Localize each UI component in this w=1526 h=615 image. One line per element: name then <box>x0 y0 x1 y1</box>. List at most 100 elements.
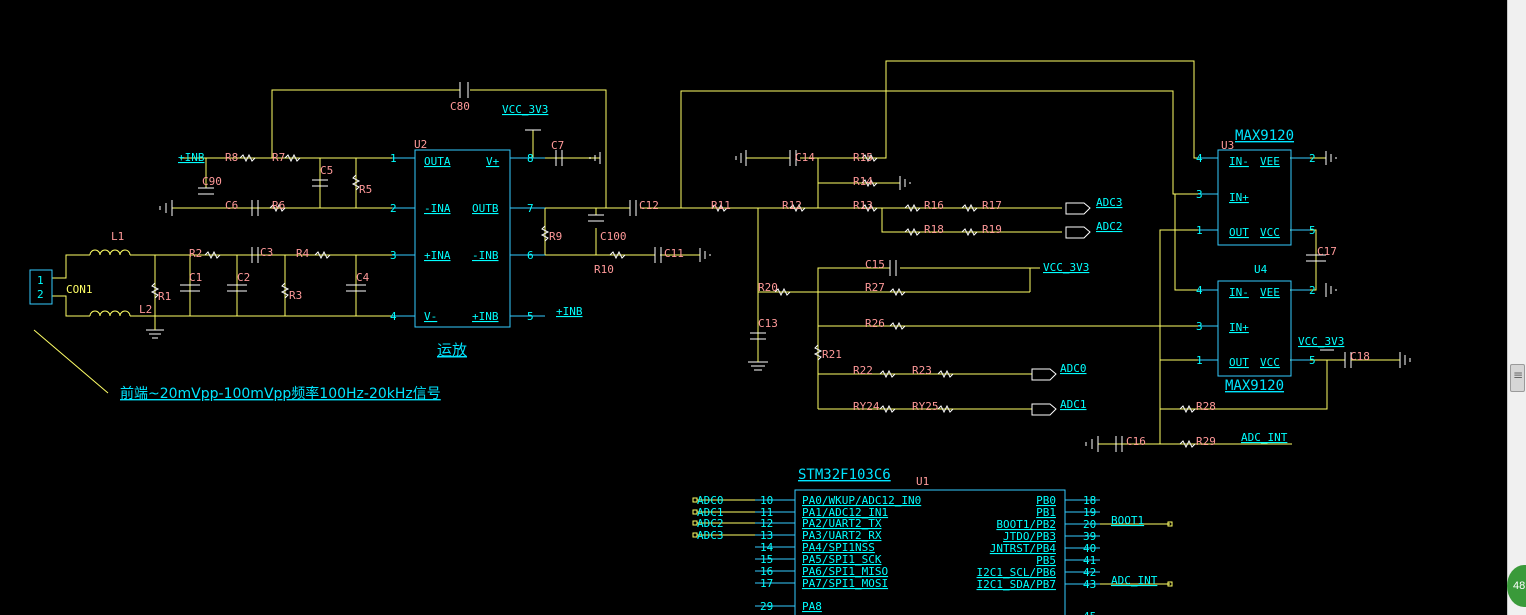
scrollbar-thumb[interactable] <box>1510 364 1525 392</box>
ref-c80: C80 <box>450 100 470 113</box>
u4-pin-3: 3 <box>1196 320 1203 333</box>
u4-pin-name-in-neg: IN- <box>1229 286 1249 299</box>
capacitor-glyphs <box>180 82 1352 452</box>
u2-pin-2: 2 <box>390 202 397 215</box>
mcu-left-pin-number: 11 <box>760 506 773 519</box>
ref-c2: C2 <box>237 271 250 284</box>
mcu-right-pin-name: PB0 <box>1036 494 1056 507</box>
u2-pin-name-vneg: V- <box>424 310 437 323</box>
mcu-left-pin-number: 12 <box>760 517 773 530</box>
net-junction <box>692 497 698 503</box>
mcu-right-pin-number: 43 <box>1083 578 1096 591</box>
mcu-left-pin-name: PA7/SPI1_MOSI <box>802 577 888 590</box>
ref-r15: R15 <box>853 151 873 164</box>
mcu-right-pin-number: 19 <box>1083 506 1096 519</box>
ref-c16: C16 <box>1126 435 1146 448</box>
status-badge[interactable]: 48 <box>1507 565 1526 607</box>
u3-ref: U3 <box>1221 139 1234 152</box>
u2-pin-8: 8 <box>527 152 534 165</box>
mcu-left-pin-number: 16 <box>760 565 773 578</box>
net-adc0: ADC0 <box>1060 362 1087 375</box>
u2-pin-6: 6 <box>527 249 534 262</box>
mcu-right-net-label: BOOT1 <box>1111 514 1144 527</box>
mcu-right-pin-name: I2C1_SDA/PB7 <box>977 578 1056 591</box>
ref-c18: C18 <box>1350 350 1370 363</box>
net-inb-left: +INB <box>178 151 205 164</box>
ref-l2: L2 <box>139 303 152 316</box>
mcu-left-net-label: ADC0 <box>697 494 724 507</box>
net-labels: VCC_3V3 +INB +INB ADC3 ADC2 VCC_3V3 ADC0… <box>178 103 1344 444</box>
u3-pin-3: 3 <box>1196 188 1203 201</box>
mcu-left-pin-name: PA4/SPI1NSS <box>802 541 875 554</box>
ref-c7: C7 <box>551 139 564 152</box>
u3-pin-name-vee: VEE <box>1260 155 1280 168</box>
ref-r2: R2 <box>189 247 202 260</box>
ref-r26: R26 <box>865 317 885 330</box>
mcu-left-pin-name: PA5/SPI1_SCK <box>802 553 882 566</box>
pin-stubs <box>392 157 1310 361</box>
inductor-glyphs <box>89 249 131 317</box>
ref-r9: R9 <box>549 230 562 243</box>
ref-r11: R11 <box>711 199 731 212</box>
mcu-left-pin-number: 17 <box>760 577 773 590</box>
con1-pin2: 2 <box>37 288 44 301</box>
mcu-right-pin-number: 20 <box>1083 518 1096 531</box>
ref-r17: R17 <box>982 199 1002 212</box>
mcu-right-pin-number: 42 <box>1083 566 1096 579</box>
net-vcc-mid: VCC_3V3 <box>1043 261 1089 274</box>
ref-r21: R21 <box>822 348 842 361</box>
u2-pin-name-ina-neg: -INA <box>424 202 451 215</box>
mcu-left-pin-number: 15 <box>760 553 773 566</box>
con1-ref: CON1 <box>66 283 93 296</box>
u2-pin-name-outa: OUTA <box>424 155 451 168</box>
u3-pin-5: 5 <box>1309 224 1316 237</box>
u2-pin-name-inb-neg: -INB <box>472 249 499 262</box>
mcu-left-pin-number: 29 <box>760 600 773 613</box>
u4-pin-name-in-pos: IN+ <box>1229 321 1249 334</box>
mcu-left-pin-name: PA6/SPI1_MISO <box>802 565 888 578</box>
resistor-glyphs <box>150 153 1196 449</box>
ref-c15: C15 <box>865 258 885 271</box>
mcu-left-pin-name: PA8 <box>802 600 822 613</box>
connector-labels: 1 2 CON1 <box>37 274 93 301</box>
ref-c3: C3 <box>260 246 273 259</box>
net-inb-right: +INB <box>556 305 583 318</box>
vertical-scrollbar[interactable] <box>1507 0 1526 615</box>
ref-r12: R12 <box>782 199 802 212</box>
ref-r6: R6 <box>272 199 285 212</box>
ref-c13: C13 <box>758 317 778 330</box>
ref-r4: R4 <box>296 247 310 260</box>
mcu-left-pin-name: PA2/UART2_TX <box>802 517 882 530</box>
ref-c100: C100 <box>600 230 627 243</box>
mcu-right-pin-name: BOOT1/PB2 <box>996 518 1056 531</box>
ref-r27: R27 <box>865 281 885 294</box>
u3-title: MAX9120 <box>1235 128 1294 144</box>
mcu-title: STM32F103C6 <box>798 467 891 483</box>
mcu-right-pin-name: JNTRST/PB4 <box>990 542 1057 555</box>
u2-pin-name-vpos: V+ <box>486 155 500 168</box>
net-vcc-right: VCC_3V3 <box>1298 335 1344 348</box>
mcu-left-pin-name: PA0/WKUP/ADC12_IN0 <box>802 494 921 507</box>
ref-c6: C6 <box>225 199 238 212</box>
ref-r18: R18 <box>924 223 944 236</box>
ref-r10: R10 <box>594 263 614 276</box>
net-adc2: ADC2 <box>1096 220 1123 233</box>
net-ports <box>1031 202 1091 416</box>
con1-pin1: 1 <box>37 274 44 287</box>
net-junction <box>1167 581 1173 587</box>
u4-ref: U4 <box>1254 263 1268 276</box>
mcu-right-net-label: ADC_INT <box>1111 574 1158 587</box>
mcu-ref: U1 <box>916 475 929 488</box>
ref-r19: R19 <box>982 223 1002 236</box>
mcu-right-pin-number: 40 <box>1083 542 1096 555</box>
mcu-right-pin-number: 41 <box>1083 554 1096 567</box>
u2-pin-3: 3 <box>390 249 397 262</box>
ref-r14: R14 <box>853 175 873 188</box>
net-adc1: ADC1 <box>1060 398 1087 411</box>
net-adc-int: ADC_INT <box>1241 431 1288 444</box>
u3-pin-1: 1 <box>1196 224 1203 237</box>
mcu-labels: STM32F103C6 U1 <box>798 467 929 488</box>
